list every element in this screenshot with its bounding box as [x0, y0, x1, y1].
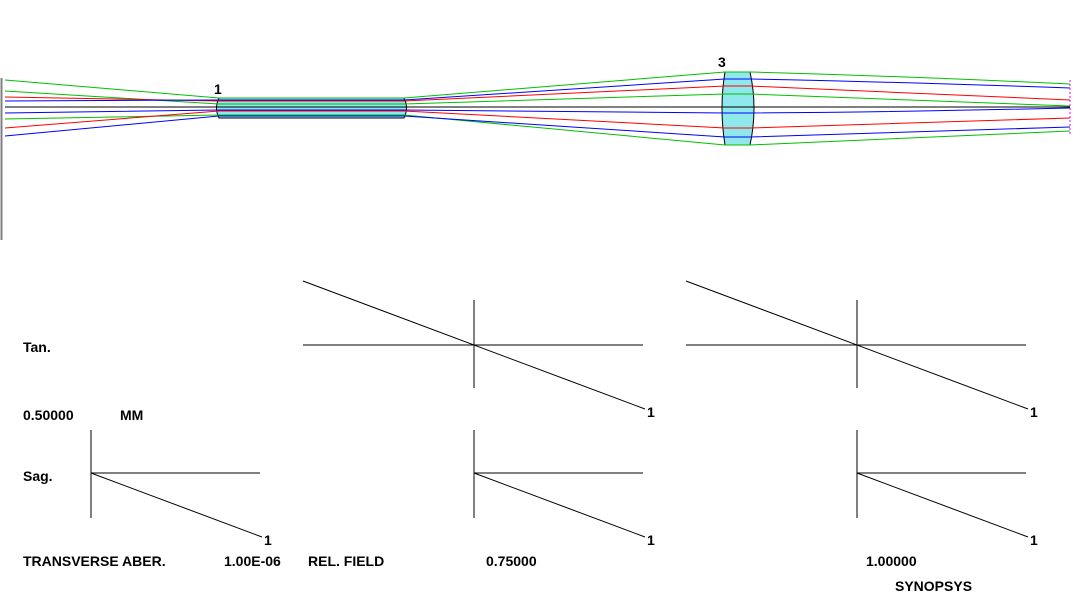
sag-curve-label: 1	[1030, 532, 1038, 548]
sag-row-label: Sag.	[23, 468, 53, 484]
aberration-plot-field-075: 1 1	[302, 280, 655, 548]
plot-type-label: TRANSVERSE ABER.	[23, 553, 166, 569]
sag-curve	[473, 472, 646, 538]
scale-value: 0.50000	[23, 407, 74, 423]
surface-label-1: 1	[214, 81, 222, 97]
program-name: SYNOPSYS	[895, 578, 972, 594]
tan-curve-label: 1	[1030, 404, 1038, 420]
aberration-plot-field-0: 1	[90, 430, 272, 548]
surface-label-3: 3	[718, 54, 726, 70]
tan-row-label: Tan.	[23, 339, 51, 355]
ray-field-mid-upper	[4, 85, 1071, 102]
lens-element-1	[216, 97, 407, 119]
ray-field-full-mid	[4, 90, 1071, 107]
tan-curve-label: 1	[647, 404, 655, 420]
field-full-value: 1.00000	[866, 553, 917, 569]
sag-curve	[90, 472, 263, 538]
scale-unit: MM	[120, 407, 143, 423]
ray-axis-upper	[4, 78, 1071, 102]
lens-elements	[216, 71, 755, 146]
rel-field-label: REL. FIELD	[308, 553, 384, 569]
sag-curve	[856, 472, 1029, 538]
lens-element-3	[721, 71, 755, 146]
wavelength-value: 1.00E-06	[224, 553, 281, 569]
tan-curve	[302, 280, 646, 410]
sag-curve-label: 1	[264, 532, 272, 548]
ray-bundles	[4, 71, 1071, 146]
sag-curve-label: 1	[647, 532, 655, 548]
ray-field-full-lower	[4, 114, 1071, 146]
aberration-plot-field-100: 1 1	[685, 280, 1038, 548]
lens-drawing: 1 3	[4, 54, 1071, 146]
tan-curve	[685, 280, 1029, 410]
field-mid-value: 0.75000	[486, 553, 537, 569]
ray-axis-lower	[4, 115, 1071, 138]
ray-axis-inner	[4, 107, 1071, 114]
ray-field-full-upper	[4, 71, 1071, 99]
ray-field-mid-lower	[4, 110, 1071, 129]
